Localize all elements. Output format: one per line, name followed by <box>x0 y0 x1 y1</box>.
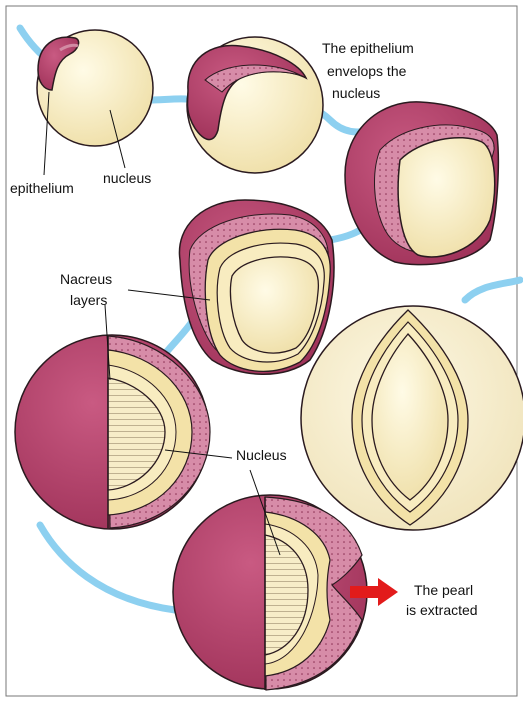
label-pearl-line2: is extracted <box>406 602 478 618</box>
label-nucleus-cap: Nucleus <box>236 447 287 463</box>
label-epithelium: epithelium <box>10 180 74 196</box>
label-envelops-line2: envelops the <box>327 63 407 79</box>
label-nacreus-line2: layers <box>70 292 107 308</box>
stage2-epithelium-wrapping <box>187 37 323 173</box>
stage3-epithelium-envelops <box>345 102 498 265</box>
label-envelops-line3: nucleus <box>332 85 380 101</box>
label-envelops-line1: The epithelium <box>322 40 414 56</box>
label-pearl-line1: The pearl <box>414 582 473 598</box>
stage7-pearl-extraction <box>173 470 367 690</box>
stage6-pearl <box>301 306 523 530</box>
stage1-nucleus-with-epithelium <box>37 30 153 175</box>
label-nacreus-line1: Nacreus <box>60 271 112 287</box>
label-nucleus: nucleus <box>103 170 151 186</box>
